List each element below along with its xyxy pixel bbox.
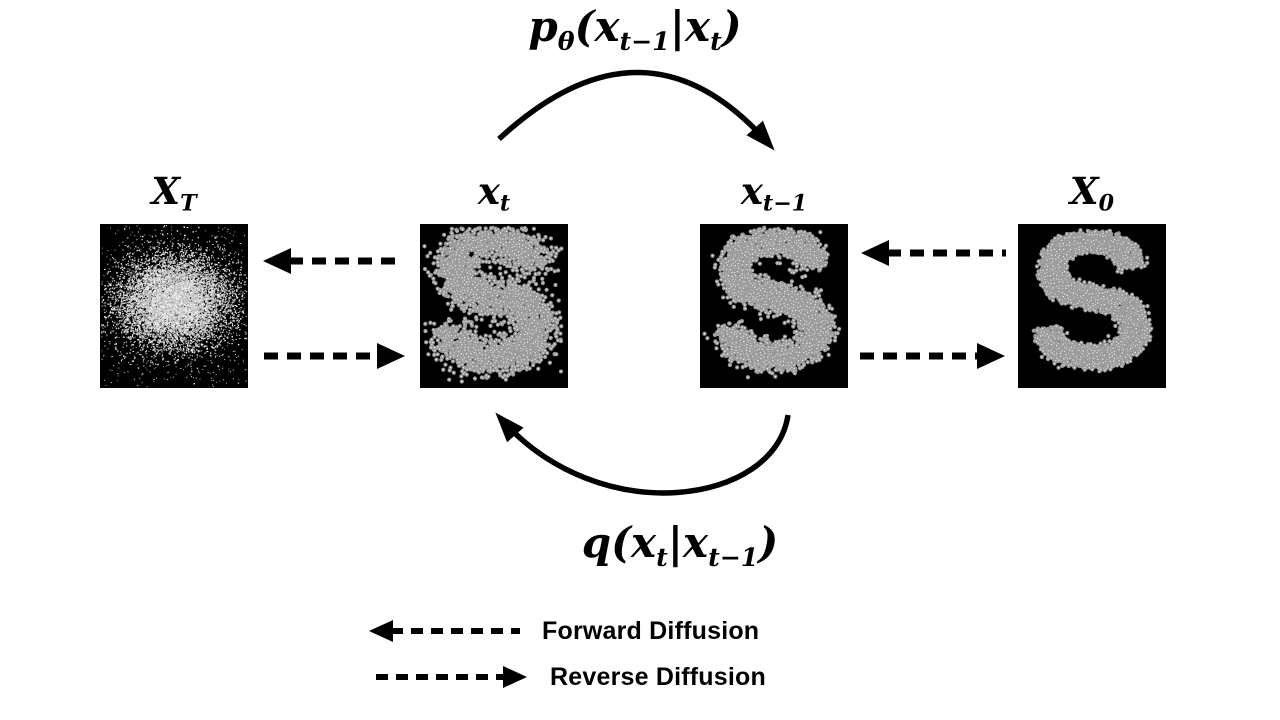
legend-reverse-row: Reverse Diffusion — [368, 662, 766, 692]
legend: Forward Diffusion Reverse Diffusion — [368, 616, 766, 708]
noise-image — [100, 224, 248, 388]
forward-diffusion-label: Forward Diffusion — [542, 616, 760, 645]
reverse-process-formula: pθ(xt−1|xt) — [528, 2, 742, 56]
clean-s-image — [1018, 224, 1166, 388]
panel-x-t-label: xt — [477, 169, 511, 217]
forward-diffusion-arrow-right-group — [861, 240, 1006, 266]
forward-process-arc-arrow — [495, 412, 791, 496]
panel-x-t-minus-1: xt−1 — [700, 166, 848, 388]
panel-x-t: xt — [420, 166, 568, 388]
panel-x-t-minus-1-label: xt−1 — [740, 169, 808, 217]
noisy-s-image — [420, 224, 568, 388]
forward-diffusion-legend-arrow-icon — [369, 620, 520, 642]
denoising-s-image — [700, 224, 848, 388]
panel-x-0-label: X0 — [1069, 169, 1115, 217]
panel-x-0: X0 — [1018, 166, 1166, 388]
reverse-diffusion-arrow-left-group — [264, 343, 405, 369]
reverse-diffusion-arrow-right-group — [860, 343, 1005, 369]
reverse-process-arc-arrow — [497, 69, 775, 151]
panel-x-T: XT — [100, 166, 248, 388]
forward-process-formula: q(xt|xt−1) — [581, 518, 779, 572]
reverse-diffusion-legend-arrow-icon — [376, 666, 527, 688]
panel-x-T-label: XT — [151, 169, 197, 217]
legend-forward-row: Forward Diffusion — [368, 616, 766, 646]
forward-diffusion-arrow-left-group — [263, 248, 404, 274]
reverse-diffusion-label: Reverse Diffusion — [550, 662, 766, 691]
